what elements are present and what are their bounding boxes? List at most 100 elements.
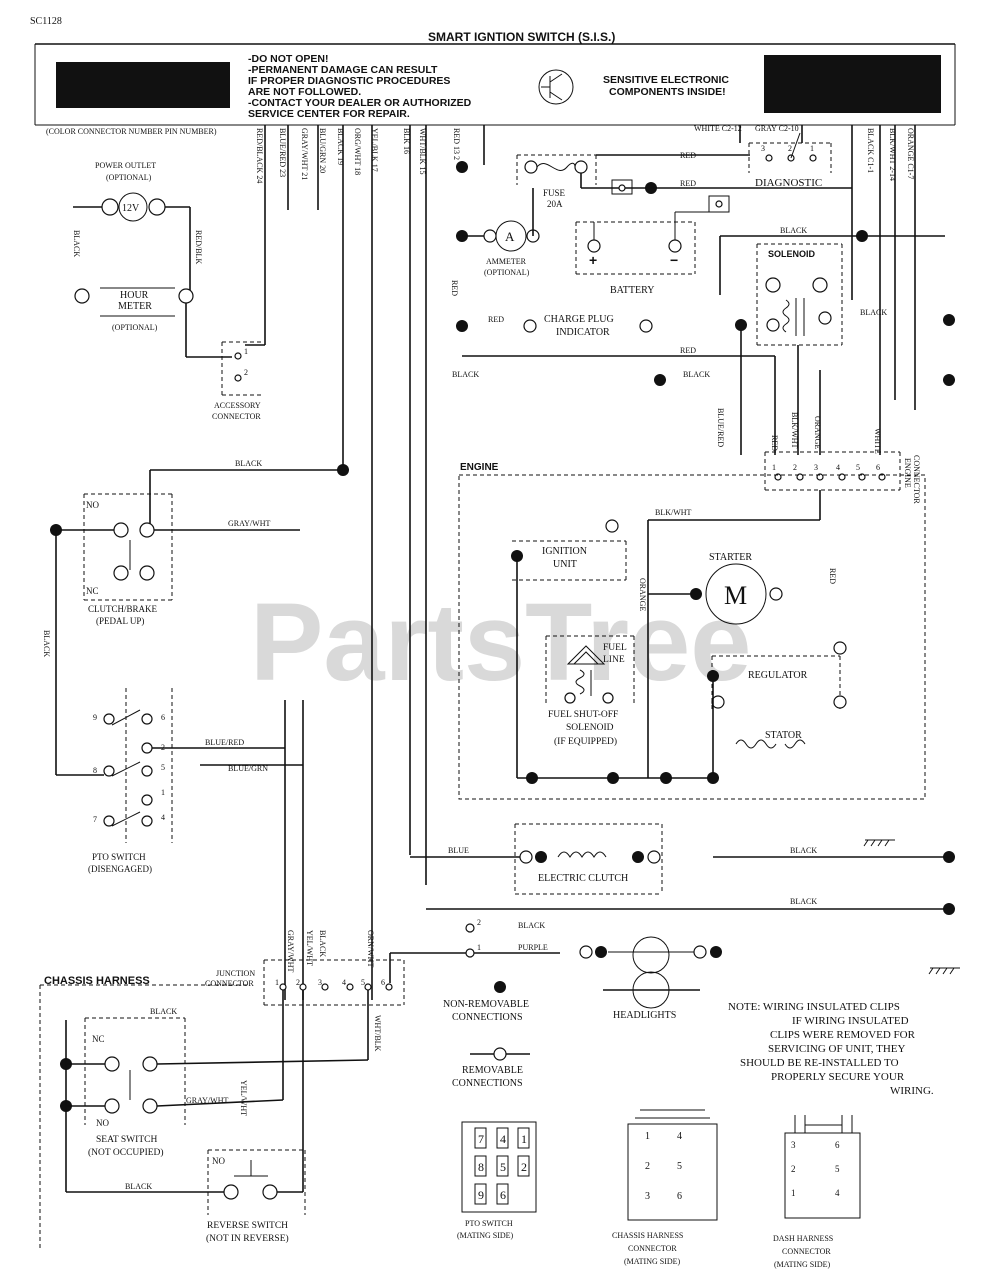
svg-text:9: 9 — [93, 713, 97, 722]
clutch-coil — [557, 851, 607, 858]
svg-text:IF PROPER DIAGNOSTIC PROCEDURE: IF PROPER DIAGNOSTIC PROCEDURES — [248, 75, 450, 87]
svg-text:BLUE/RED: BLUE/RED — [205, 738, 244, 747]
svg-text:BLACK: BLACK — [318, 930, 327, 957]
svg-text:WIRING.: WIRING. — [890, 1085, 934, 1097]
color-connector-note: (COLOR CONNECTOR NUMBER PIN NUMBER) — [46, 127, 217, 136]
chassis-mating-line-1: CHASSIS HARNESS — [612, 1231, 683, 1240]
svg-text:1: 1 — [521, 1132, 527, 1146]
red-connector-dot — [456, 161, 468, 173]
hour-meter-terminal-right — [178, 288, 194, 304]
seat-nc: NC — [92, 1034, 105, 1044]
svg-text:4: 4 — [677, 1131, 682, 1142]
legend-removable-line-2: CONNECTIONS — [452, 1078, 523, 1089]
fuse-label: FUSE — [543, 188, 566, 198]
fuel-shutoff-line-2: SOLENOID — [566, 723, 614, 733]
stator-label: STATOR — [765, 730, 802, 741]
svg-text:RED: RED — [680, 179, 696, 188]
regulator — [707, 641, 847, 712]
svg-text:1: 1 — [477, 943, 481, 952]
svg-text:BLACK: BLACK — [790, 897, 817, 906]
ground-icon — [863, 839, 895, 847]
black-label-right — [764, 55, 941, 113]
black-label-left — [56, 62, 230, 108]
svg-text:BLACK C1-1: BLACK C1-1 — [866, 128, 875, 173]
clutch-no: NO — [86, 500, 99, 510]
engine-box — [458, 474, 926, 800]
pto-mating-line-2: (MATING SIDE) — [457, 1231, 514, 1240]
svg-text:+: + — [589, 252, 597, 268]
svg-text:1: 1 — [275, 978, 279, 987]
svg-text:3: 3 — [645, 1191, 650, 1202]
dash-mating-line-1: DASH HARNESS — [773, 1234, 833, 1243]
svg-text:4: 4 — [836, 463, 840, 472]
battery-symbol: + − — [575, 211, 709, 275]
svg-text:RED/BLACK 24: RED/BLACK 24 — [255, 128, 264, 183]
svg-text:GRAY/WHT 21: GRAY/WHT 21 — [300, 128, 309, 180]
svg-text:6: 6 — [677, 1191, 682, 1202]
svg-text:RED: RED — [680, 151, 696, 160]
svg-text:BLACK: BLACK — [683, 370, 710, 379]
svg-text:WHITE: WHITE — [873, 428, 882, 454]
sensitive-line-1: SENSITIVE ELECTRONIC — [603, 74, 729, 86]
seat-switch — [84, 1017, 186, 1125]
dash-mating-line-3: (MATING SIDE) — [774, 1260, 831, 1269]
fuse-rating: 20A — [547, 199, 563, 209]
stator-coil — [735, 739, 777, 749]
svg-text:YEL/BLK 17: YEL/BLK 17 — [370, 128, 379, 172]
svg-text:WHT/BLK: WHT/BLK — [373, 1015, 382, 1052]
pto-switch-line-1: PTO SWITCH — [92, 852, 146, 862]
ammeter-optional: (OPTIONAL) — [484, 268, 530, 277]
legend-non-removable-dot — [494, 981, 506, 993]
ground-icon-2 — [928, 967, 960, 975]
svg-text:PROPERLY SECURE YOUR: PROPERLY SECURE YOUR — [771, 1071, 905, 1083]
svg-text:BLK/WHT: BLK/WHT — [655, 508, 692, 517]
svg-text:WHITE C2-12: WHITE C2-12 — [694, 124, 742, 133]
svg-text:7: 7 — [93, 815, 97, 824]
legend-non-removable-line-1: NON-REMOVABLE — [443, 999, 529, 1010]
chassis-mating-connector: 1 4 2 5 3 6 — [627, 1109, 718, 1221]
svg-text:GRAY/WHT: GRAY/WHT — [186, 1096, 228, 1105]
svg-text:5: 5 — [161, 763, 165, 772]
svg-text:RED: RED — [450, 280, 459, 296]
fuse-symbol — [516, 154, 597, 185]
engine-label: ENGINE — [460, 462, 499, 473]
svg-text:RED: RED — [770, 435, 779, 451]
svg-text:BLACK: BLACK — [452, 370, 479, 379]
pto-switch: 9 6 2 8 5 1 7 4 — [93, 688, 173, 843]
ammeter-symbol — [495, 220, 527, 252]
svg-text:BLACK: BLACK — [860, 308, 887, 317]
regulator-label: REGULATOR — [748, 670, 808, 681]
relay-box — [611, 179, 633, 195]
battery-label: BATTERY — [610, 285, 654, 296]
svg-text:2: 2 — [793, 463, 797, 472]
purple-pin-2 — [465, 923, 475, 933]
pto-switch-line-2: (DISENGAGED) — [88, 864, 152, 874]
ammeter-label: AMMETER — [486, 257, 527, 266]
svg-text:ORANGE: ORANGE — [638, 578, 647, 611]
svg-text:ORANGE C1-7: ORANGE C1-7 — [906, 128, 915, 179]
junction-connector: 1 2 3 4 5 6 — [263, 959, 405, 1006]
svg-text:BLACK: BLACK — [235, 459, 262, 468]
clutch-terminal — [113, 522, 129, 538]
svg-text:8: 8 — [478, 1160, 484, 1174]
junction-connector-line-2: CONNECTOR — [205, 979, 254, 988]
svg-text:GRAY/WHT: GRAY/WHT — [286, 930, 295, 972]
svg-text:3: 3 — [761, 144, 765, 153]
svg-text:BLACK: BLACK — [780, 226, 807, 235]
pto-mating-connector: 7 4 1 8 5 2 9 6 — [461, 1121, 537, 1213]
svg-text:5: 5 — [677, 1161, 682, 1172]
svg-text:ORANGE: ORANGE — [813, 416, 822, 449]
purple-pin-1 — [465, 948, 475, 958]
clutch-nc: NC — [86, 586, 99, 596]
svg-text:4: 4 — [161, 813, 165, 822]
headlights — [579, 936, 722, 1009]
svg-text:2: 2 — [244, 368, 248, 377]
svg-text:-CONTACT YOUR DEALER OR AUTHOR: -CONTACT YOUR DEALER OR AUTHORIZED — [248, 97, 472, 109]
electric-clutch-label: ELECTRIC CLUTCH — [538, 873, 628, 884]
page-title: SMART IGNTION SWITCH (S.I.S.) — [428, 30, 615, 44]
svg-text:4: 4 — [835, 1188, 840, 1198]
svg-text:6: 6 — [161, 713, 165, 722]
svg-text:GRAY C2-10: GRAY C2-10 — [755, 124, 799, 133]
svg-text:BLU/GRN 20: BLU/GRN 20 — [318, 128, 327, 173]
